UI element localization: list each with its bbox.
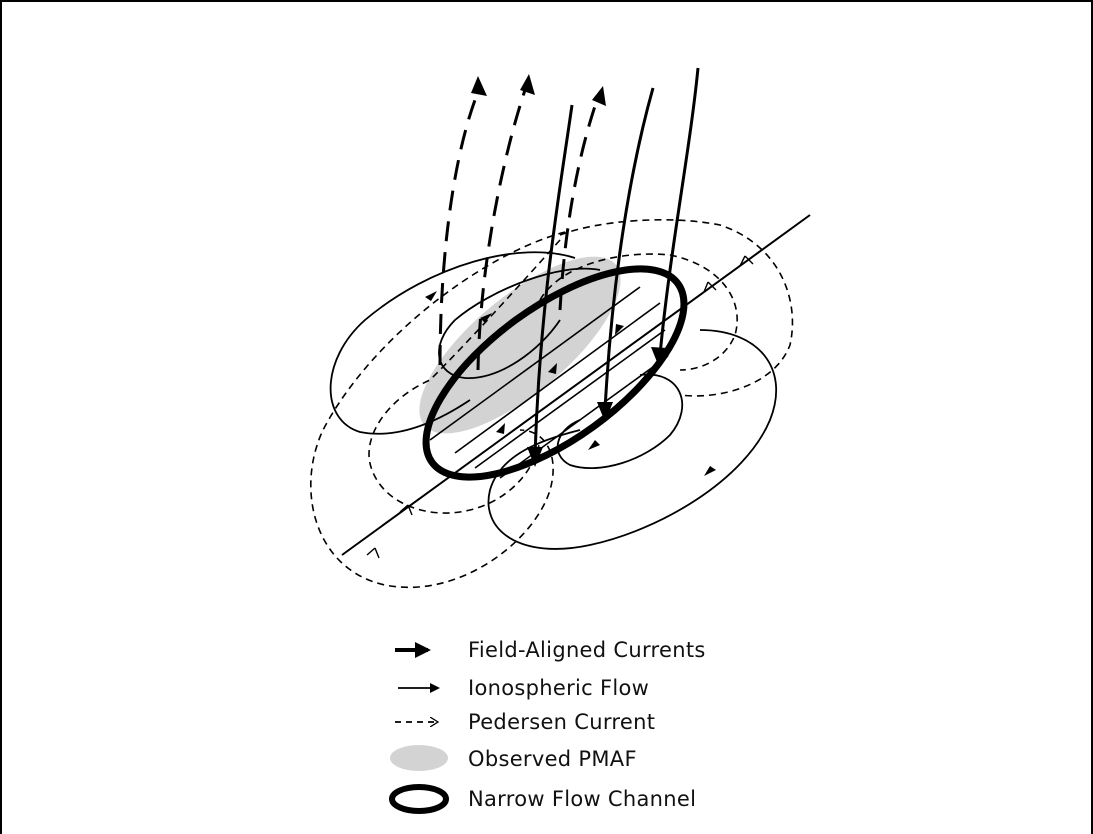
channel-line (499, 355, 669, 479)
narrow-flow-channel (422, 265, 688, 481)
fac-up-1 (438, 91, 480, 366)
flow-arrow (425, 291, 437, 301)
field-aligned-currents-down (533, 67, 700, 456)
channel-arrowheads (496, 324, 624, 434)
pedersen-loop-inner-right (539, 253, 738, 371)
legend-symbol-pmaf (390, 745, 448, 771)
flow-loop-lower-inner (556, 373, 684, 469)
fac-arrow-down (527, 447, 543, 467)
flow-arrow (480, 313, 492, 323)
fac-down-3 (658, 67, 700, 356)
legend-label-channel: Narrow Flow Channel (468, 787, 696, 811)
pedersen-current-loops (310, 219, 794, 589)
fac-up-2 (476, 89, 527, 371)
legend-label-ionospheric: Ionospheric Flow (468, 676, 649, 700)
fac-arrow-up (471, 76, 487, 96)
flow-axis-line (341, 214, 811, 556)
pedersen-arrow (366, 547, 380, 559)
legend: Field-Aligned Currents Ionospheric Flow … (389, 638, 706, 814)
legend-symbol-channel (389, 784, 449, 814)
fac-down-2 (603, 87, 655, 411)
fac-arrow-down (597, 402, 613, 422)
flow-arrow (704, 466, 716, 476)
legend-item-field-aligned: Field-Aligned Currents (395, 638, 706, 662)
fac-arrow-down (651, 347, 667, 367)
legend-label-field-aligned: Field-Aligned Currents (468, 638, 706, 662)
fac-up-3 (558, 99, 599, 311)
channel-line (429, 286, 641, 441)
flow-arrowheads (425, 291, 716, 476)
pedersen-loop-outer-right (559, 219, 794, 397)
legend-item-ionospheric: Ionospheric Flow (398, 676, 649, 700)
fac-down-arrowheads (527, 347, 667, 467)
legend-label-pedersen: Pedersen Current (468, 710, 655, 734)
fac-arrow-up (520, 74, 535, 95)
channel-flow-lines (429, 286, 669, 479)
flow-arrow (548, 363, 557, 374)
legend-item-pmaf: Observed PMAF (390, 745, 637, 771)
channel-line (474, 329, 666, 469)
legend-item-pedersen: Pedersen Current (395, 710, 655, 734)
fac-down-1 (533, 104, 574, 456)
channel-line (454, 302, 661, 454)
legend-label-pmaf: Observed PMAF (468, 747, 637, 771)
observed-pmaf-region (419, 256, 621, 434)
legend-item-channel: Narrow Flow Channel (389, 784, 696, 814)
flow-arrow (588, 440, 600, 450)
flow-arrow (615, 324, 624, 335)
flow-arrow (496, 423, 505, 434)
flow-loop-upper-outer (329, 251, 576, 435)
fac-up-arrowheads (471, 74, 606, 106)
pedersen-loop-inner-left (368, 239, 561, 514)
fac-arrow-up (592, 86, 606, 106)
field-aligned-currents-up (438, 89, 599, 371)
